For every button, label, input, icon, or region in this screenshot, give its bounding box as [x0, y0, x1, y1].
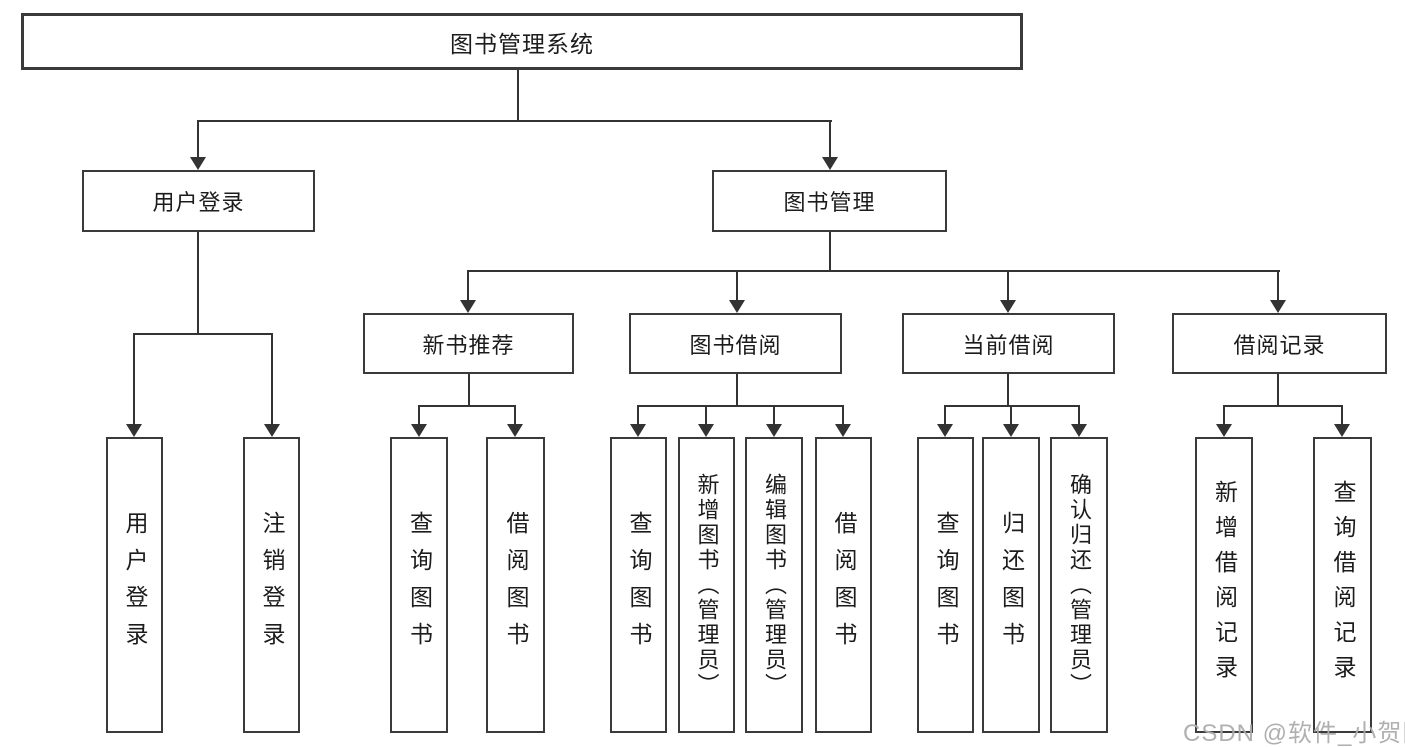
node-label: 借阅图书	[831, 511, 857, 659]
connector-line	[637, 405, 844, 407]
leaf-edit-book-admin: 编辑图书（管理员）	[745, 437, 803, 733]
connector-arrow-down	[1333, 405, 1351, 437]
connector-line	[1277, 374, 1279, 407]
node-label: 用户登录	[122, 511, 148, 659]
connector-arrow-down	[629, 405, 647, 437]
connector-arrow-down	[263, 333, 281, 437]
leaf-return-book: 归还图书	[982, 437, 1040, 733]
node-label: 借阅图书	[503, 511, 529, 659]
node-label: 查询图书	[626, 511, 652, 659]
leaf-logout: 注销登录	[243, 437, 300, 733]
node-label: 查询图书	[406, 511, 433, 659]
connector-arrow-down	[410, 405, 428, 437]
connector-arrow-down	[189, 120, 207, 170]
connector-line	[944, 405, 1080, 407]
leaf-query-books-recommend: 查询图书	[390, 437, 448, 733]
connector-arrow-down	[125, 333, 143, 437]
leaf-query-books-current: 查询图书	[917, 437, 974, 733]
node-current-borrowing: 当前借阅	[902, 313, 1115, 374]
connector-arrow-down	[1215, 405, 1233, 437]
leaf-borrow-books-recommend: 借阅图书	[486, 437, 545, 733]
node-label: 编辑图书（管理员）	[762, 472, 787, 698]
connector-line	[467, 270, 1280, 272]
node-label: 查询图书	[933, 511, 959, 659]
connector-arrow-down	[459, 270, 477, 313]
connector-arrow-down	[697, 405, 715, 437]
node-label: 图书管理系统	[450, 30, 594, 57]
leaf-query-borrow-record: 查询借阅记录	[1313, 437, 1372, 733]
node-new-book-recommendation: 新书推荐	[363, 313, 574, 374]
node-label: 用户登录	[152, 190, 245, 215]
node-label: 图书借阅	[689, 332, 782, 358]
node-label: 图书管理	[783, 190, 876, 215]
connector-arrow-down	[936, 405, 954, 437]
connector-line	[1223, 405, 1343, 407]
connector-arrow-down	[1269, 270, 1287, 313]
node-book-borrowing: 图书借阅	[629, 313, 842, 374]
connector-arrow-down	[765, 405, 783, 437]
connector-line	[197, 232, 199, 335]
node-label: 归还图书	[998, 511, 1025, 659]
leaf-add-book-admin: 新增图书（管理员）	[678, 437, 735, 733]
connector-arrow-down	[1070, 405, 1088, 437]
leaf-user-login: 用户登录	[106, 437, 163, 733]
node-label: 当前借阅	[962, 332, 1055, 358]
connector-arrow-down	[834, 405, 852, 437]
connector-arrow-down	[506, 405, 524, 437]
leaf-borrow-books-borrowing: 借阅图书	[815, 437, 872, 733]
node-root: 图书管理系统	[21, 13, 1023, 70]
connector-arrow-down	[1002, 405, 1020, 437]
leaf-confirm-return-admin: 确认归还（管理员）	[1050, 437, 1108, 733]
node-label: 查询借阅记录	[1330, 480, 1356, 690]
node-label: 新增图书（管理员）	[694, 472, 720, 698]
node-label: 注销登录	[259, 511, 285, 659]
connector-line	[468, 374, 470, 407]
connector-line	[197, 120, 832, 122]
leaf-add-borrow-record: 新增借阅记录	[1195, 437, 1253, 733]
watermark: CSDN @软件_小贺同学	[1183, 720, 1405, 747]
connector-line	[829, 232, 831, 272]
node-borrowing-records: 借阅记录	[1172, 313, 1387, 374]
node-label: 新增借阅记录	[1211, 480, 1238, 690]
connector-arrow-down	[999, 270, 1017, 313]
connector-line	[736, 374, 738, 407]
node-book-management: 图书管理	[712, 170, 947, 232]
connector-line	[133, 333, 273, 335]
connector-line	[517, 70, 519, 122]
node-label: 确认归还（管理员）	[1067, 472, 1092, 698]
connector-line	[1007, 374, 1009, 407]
connector-line	[418, 405, 516, 407]
node-label: 借阅记录	[1233, 332, 1326, 358]
node-user-login: 用户登录	[82, 170, 315, 232]
leaf-query-books-borrowing: 查询图书	[610, 437, 667, 733]
connector-arrow-down	[821, 120, 839, 170]
node-label: 新书推荐	[422, 332, 515, 358]
connector-arrow-down	[728, 270, 746, 313]
